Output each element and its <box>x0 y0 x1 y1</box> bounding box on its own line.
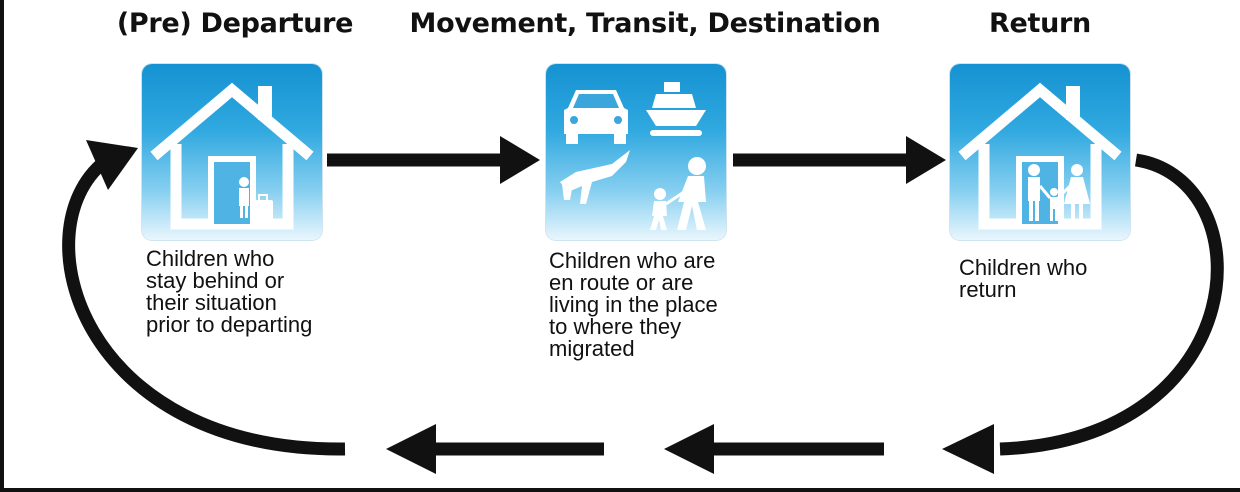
caption-movement: Children who are en route or are living … <box>549 250 718 360</box>
caption-line: to where they <box>549 314 682 339</box>
stage-title-return: Return <box>989 8 1091 39</box>
caption-line: Children who <box>959 255 1088 280</box>
arrowhead-right <box>906 136 946 184</box>
caption-line: stay behind or <box>146 268 285 293</box>
arrow-return-loop <box>999 153 1224 456</box>
house-with-child-and-luggage-icon <box>142 64 322 240</box>
caption-return: Children who return <box>959 257 1087 301</box>
caption-line: prior to departing <box>146 312 313 337</box>
arrowhead-up-right <box>86 140 138 190</box>
caption-line: en route or are <box>549 270 694 295</box>
arrowhead-right <box>500 136 540 184</box>
caption-departure: Children who stay behind or their situat… <box>146 248 312 336</box>
caption-line: return <box>959 277 1017 302</box>
caption-line: living in the place <box>549 292 718 317</box>
caption-line: Children who <box>146 246 275 271</box>
stage-title-movement: Movement, Transit, Destination <box>409 8 881 39</box>
caption-line: Children who are <box>549 248 716 273</box>
arrow-back-loop <box>62 156 346 456</box>
transport-car-boat-plane-walking-icon <box>546 64 726 240</box>
caption-line: their situation <box>146 290 277 315</box>
arrowhead-left <box>664 424 714 474</box>
caption-line: migrated <box>549 336 635 361</box>
house-with-family-icon <box>950 64 1130 240</box>
arrowhead-left <box>386 424 436 474</box>
stage-title-departure: (Pre) Departure <box>116 8 354 39</box>
arrowhead-left <box>942 424 994 474</box>
